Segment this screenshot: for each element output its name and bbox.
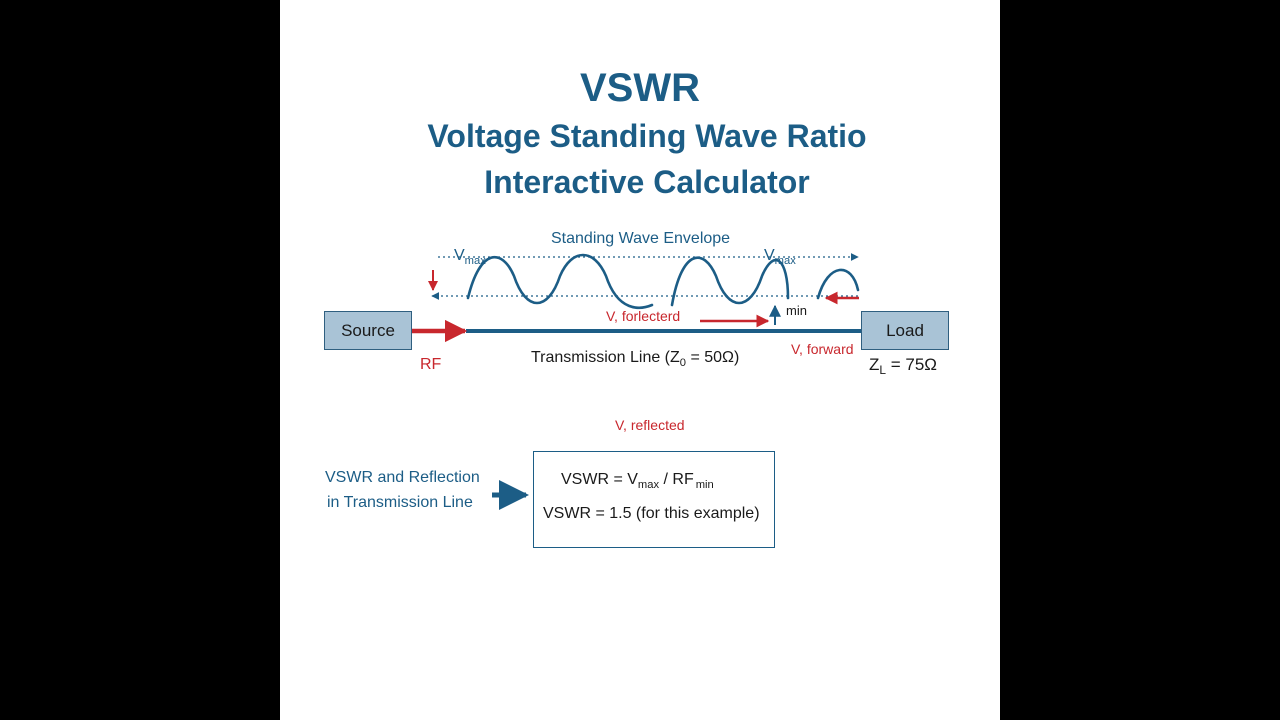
side-label-line2: in Transmission Line bbox=[327, 494, 473, 511]
reflected-mid-label: V, forlecterd bbox=[606, 308, 681, 324]
formula-line1-sub1: max bbox=[637, 478, 660, 491]
zl-sub: L bbox=[879, 363, 887, 378]
page-subtitle-line2: Interactive Calculator bbox=[484, 164, 810, 200]
vmax-left-label: Vmax bbox=[454, 247, 486, 267]
vmax-right-v: V bbox=[764, 247, 775, 264]
formula-line1-sub2: min bbox=[695, 478, 714, 491]
zl-main: Z bbox=[869, 355, 880, 374]
standing-wave-diagram bbox=[412, 253, 862, 510]
rf-label: RF bbox=[420, 356, 442, 373]
transmission-line-label: Transmission Line (Z0 = 50Ω) bbox=[531, 349, 740, 369]
formula-line1-pre: VSWR = V bbox=[561, 471, 638, 488]
standing-wave-curve bbox=[466, 253, 860, 310]
vmax-right-label: Vmax bbox=[764, 247, 796, 267]
source-label: Source bbox=[341, 320, 395, 340]
vmin-label: min bbox=[786, 303, 807, 318]
load-impedance-label: ZL = 75Ω bbox=[869, 355, 938, 376]
tline-post: = 50Ω) bbox=[686, 349, 740, 366]
load-label: Load bbox=[886, 320, 924, 340]
envelope-label: Standing Wave Envelope bbox=[551, 230, 731, 247]
source-box: Source bbox=[324, 311, 412, 350]
page-title: VSWR bbox=[580, 66, 700, 110]
vmax-left-sub: max bbox=[464, 254, 486, 267]
load-box: Load bbox=[861, 311, 949, 350]
page-subtitle-line1: Voltage Standing Wave Ratio bbox=[427, 118, 867, 154]
formula-line1-mid: / RF bbox=[659, 471, 694, 488]
canvas: VSWR Voltage Standing Wave Ratio Interac… bbox=[280, 0, 1000, 720]
zl-post: = 75Ω bbox=[886, 355, 938, 374]
tline-sub: 0 bbox=[679, 356, 687, 369]
formula-line2: VSWR = 1.5 (for this example) bbox=[543, 505, 760, 522]
forward-label: V, forward bbox=[791, 341, 854, 357]
vmax-left-v: V bbox=[454, 247, 465, 264]
side-label-line1: VSWR and Reflection bbox=[325, 469, 480, 486]
tline-pre: Transmission Line (Z bbox=[531, 349, 680, 366]
vmax-right-sub: max bbox=[774, 254, 796, 267]
reflected-lower-label: V, reflected bbox=[615, 417, 685, 433]
